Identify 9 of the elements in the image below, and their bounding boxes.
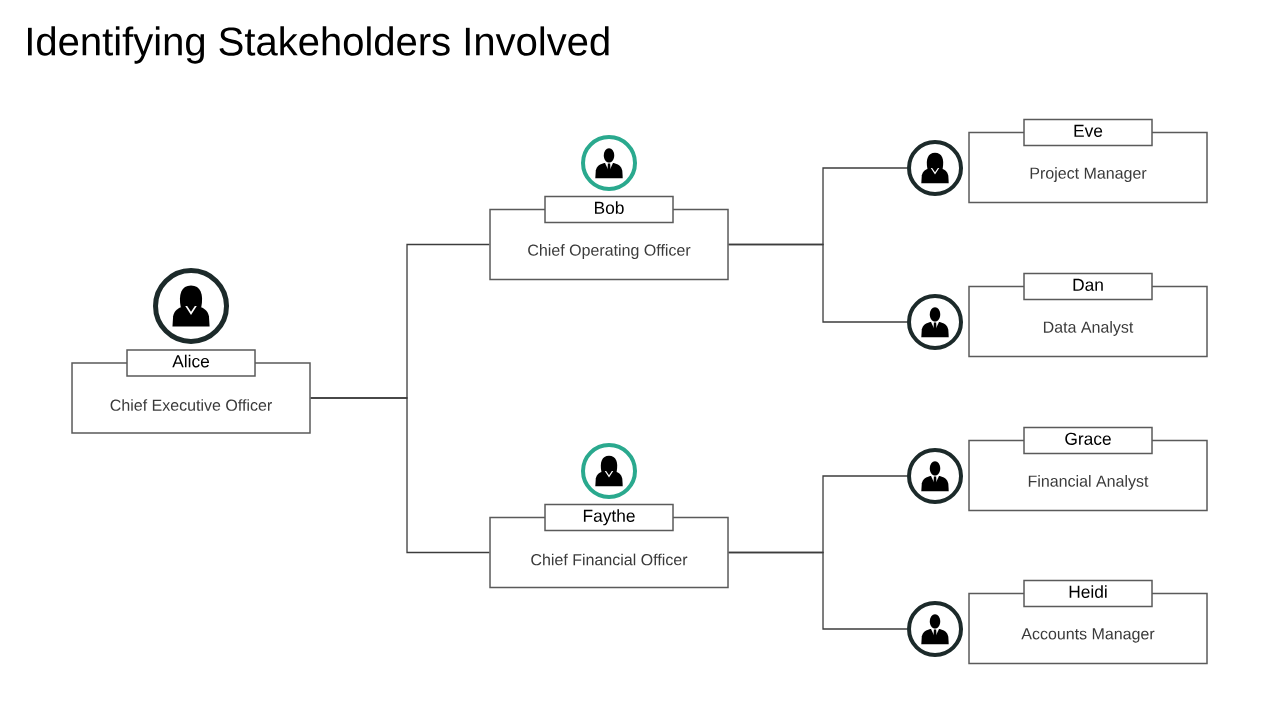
avatar-icon [907,140,963,196]
connector-line [728,243,908,323]
avatar-icon [907,294,963,350]
connector-line [310,397,490,554]
connector-line [728,551,908,630]
avatar-icon [907,448,963,504]
title: Identifying Stakeholders Involved [28,26,609,64]
avatar-icon [907,601,963,657]
name-tab: Faythe [544,503,674,532]
